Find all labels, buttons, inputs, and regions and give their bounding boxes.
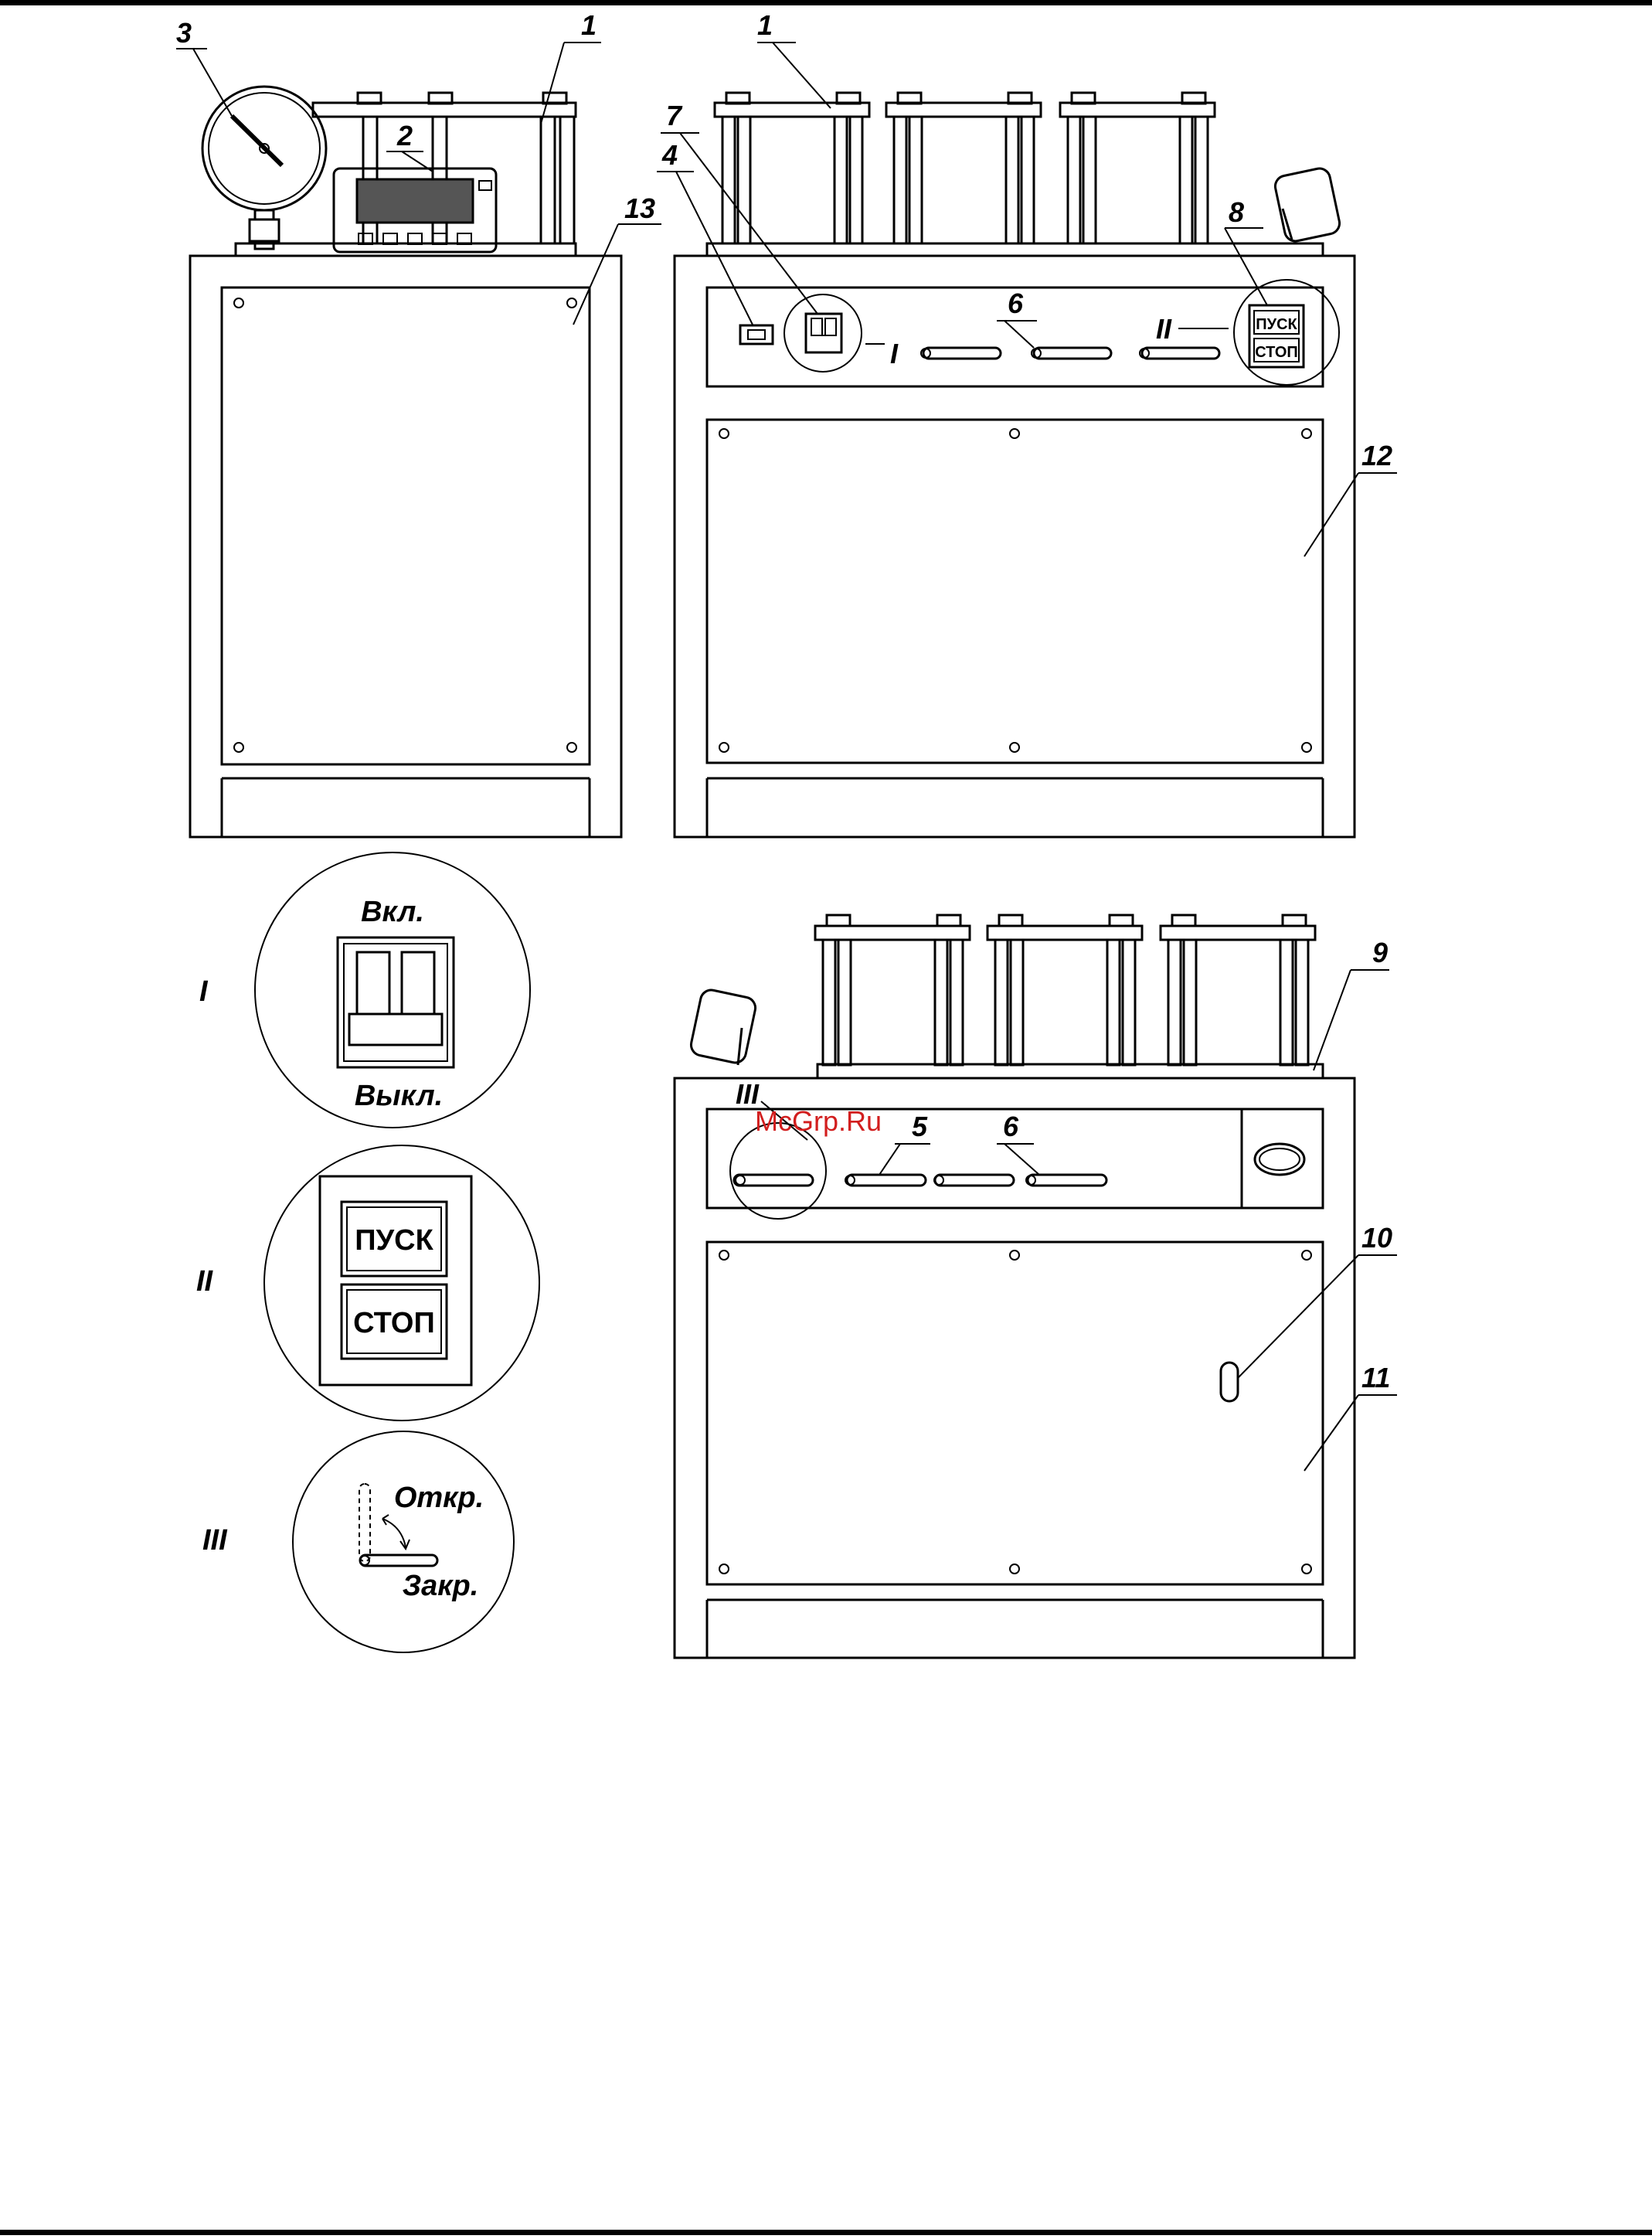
callout-8: 8 — [1229, 196, 1244, 228]
detail-II-start-label: ПУСК — [355, 1224, 433, 1257]
side-panel-13 — [222, 288, 590, 764]
callout-9: 9 — [1372, 937, 1388, 968]
detail-II: II ПУСК СТОП — [196, 1145, 539, 1421]
callout-1-left: 1 — [581, 9, 597, 41]
front-panel-12 — [707, 420, 1323, 763]
pressure-gauge — [202, 87, 326, 249]
detail-III-closed-label: Закр. — [403, 1570, 479, 1602]
detail-I-on-label: Вкл. — [361, 896, 424, 928]
side-panel-screws — [234, 298, 576, 752]
front-view: ПУСК СТОП 1 7 4 6 8 12 I II — [657, 9, 1397, 837]
front-frame-outline — [675, 256, 1355, 837]
front-panel-screws — [719, 429, 1311, 752]
rear-cylinders — [815, 915, 1315, 1065]
side-view-left: 3 2 1 13 — [176, 9, 661, 837]
panel-stop-label: СТОП — [1255, 344, 1298, 361]
rear-viewing-slot — [1221, 1363, 1238, 1401]
callout-6-rear: 6 — [1003, 1111, 1019, 1142]
callout-1-front: 1 — [757, 9, 773, 41]
side-top-plate — [236, 243, 576, 256]
panel-start-label: ПУСК — [1256, 316, 1297, 333]
power-socket — [740, 325, 773, 344]
detail-II-stop-label: СТОП — [353, 1307, 435, 1339]
detail-I-off-label: Выкл. — [355, 1080, 443, 1112]
top-border — [0, 0, 1652, 5]
detail-III-title: III — [202, 1524, 228, 1557]
rear-foot-switch — [689, 988, 757, 1065]
callout-6-front: 6 — [1008, 288, 1024, 319]
marker-II: II — [1156, 313, 1172, 345]
bottom-border — [0, 2230, 1652, 2235]
detail-III: III Откр. Закр. — [202, 1431, 514, 1652]
callout-3: 3 — [176, 17, 192, 49]
rear-frame-outline — [675, 1078, 1355, 1658]
callout-2: 2 — [396, 120, 413, 151]
rear-panel-11 — [707, 1242, 1323, 1584]
circuit-breaker — [784, 294, 862, 372]
detail-III-open-label: Откр. — [394, 1482, 484, 1514]
callout-5: 5 — [912, 1111, 928, 1142]
front-leaders — [657, 43, 1397, 556]
side-frame-outline — [190, 256, 621, 837]
marker-I: I — [890, 338, 899, 369]
callout-13: 13 — [624, 192, 655, 224]
detail-I: I Вкл. Выкл. — [199, 852, 530, 1128]
watermark: McGrp.Ru — [755, 1105, 882, 1137]
front-valve-handles — [921, 348, 1219, 359]
callout-11: 11 — [1361, 1362, 1390, 1393]
callout-10: 10 — [1361, 1222, 1392, 1254]
callout-4: 4 — [661, 139, 678, 171]
rear-panel-screws — [719, 1251, 1311, 1574]
detail-II-title: II — [196, 1265, 214, 1298]
digital-display-unit — [334, 168, 496, 252]
callout-7: 7 — [666, 100, 683, 131]
callout-12: 12 — [1361, 440, 1392, 471]
detail-I-title: I — [199, 975, 209, 1008]
front-cylinders — [715, 93, 1215, 243]
rear-leaders — [761, 970, 1397, 1471]
rear-view: 9 5 6 10 11 III McGrp.Ru — [675, 915, 1397, 1658]
front-foot-switch — [1273, 166, 1341, 243]
